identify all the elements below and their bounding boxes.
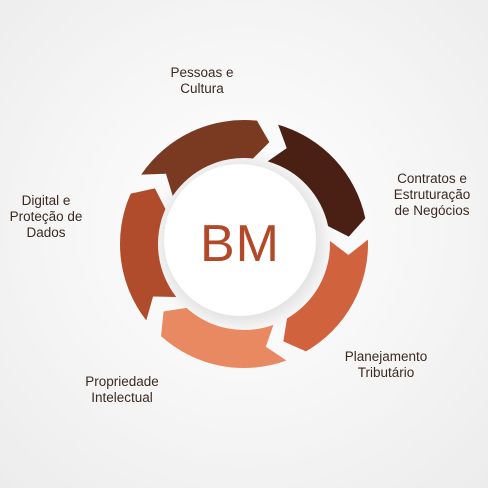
label-line: Planejamento bbox=[344, 349, 428, 364]
bm-logo: BM bbox=[200, 215, 280, 273]
logo-text: BM bbox=[200, 215, 280, 273]
label-line: Digital e bbox=[21, 193, 71, 208]
segment-label-propriedade-intelectual: Propriedade Intelectual bbox=[64, 374, 180, 406]
segment-label-pessoas-cultura: Pessoas e Cultura bbox=[150, 65, 254, 97]
segment-label-planejamento-tributario: Planejamento Tributário bbox=[330, 349, 442, 381]
label-line: Dados bbox=[26, 225, 66, 240]
cycle-segments bbox=[120, 119, 368, 369]
segment-label-digital-protecao-dados: Digital e Proteção de Dados bbox=[0, 193, 92, 241]
segment-arc-propr bbox=[161, 307, 287, 369]
segment-label-contratos: Contratos e Estruturação de Negócios bbox=[378, 171, 486, 219]
label-line: Proteção de bbox=[9, 209, 83, 224]
label-line: Intelectual bbox=[91, 390, 153, 405]
label-line: Contratos e bbox=[397, 171, 467, 186]
label-line: Cultura bbox=[180, 81, 224, 96]
label-line: Estruturação bbox=[393, 187, 471, 202]
segment-arc-planej bbox=[283, 239, 368, 352]
segment-arc-digital bbox=[120, 188, 177, 321]
segment-arc-contratos bbox=[267, 124, 366, 237]
label-line: Pessoas e bbox=[170, 65, 234, 80]
segment-arc-pessoas bbox=[141, 119, 270, 196]
label-line: Tributário bbox=[357, 365, 415, 380]
center-circle bbox=[164, 164, 316, 316]
label-line: Propriedade bbox=[85, 374, 159, 389]
label-line: de Negócios bbox=[394, 203, 470, 218]
